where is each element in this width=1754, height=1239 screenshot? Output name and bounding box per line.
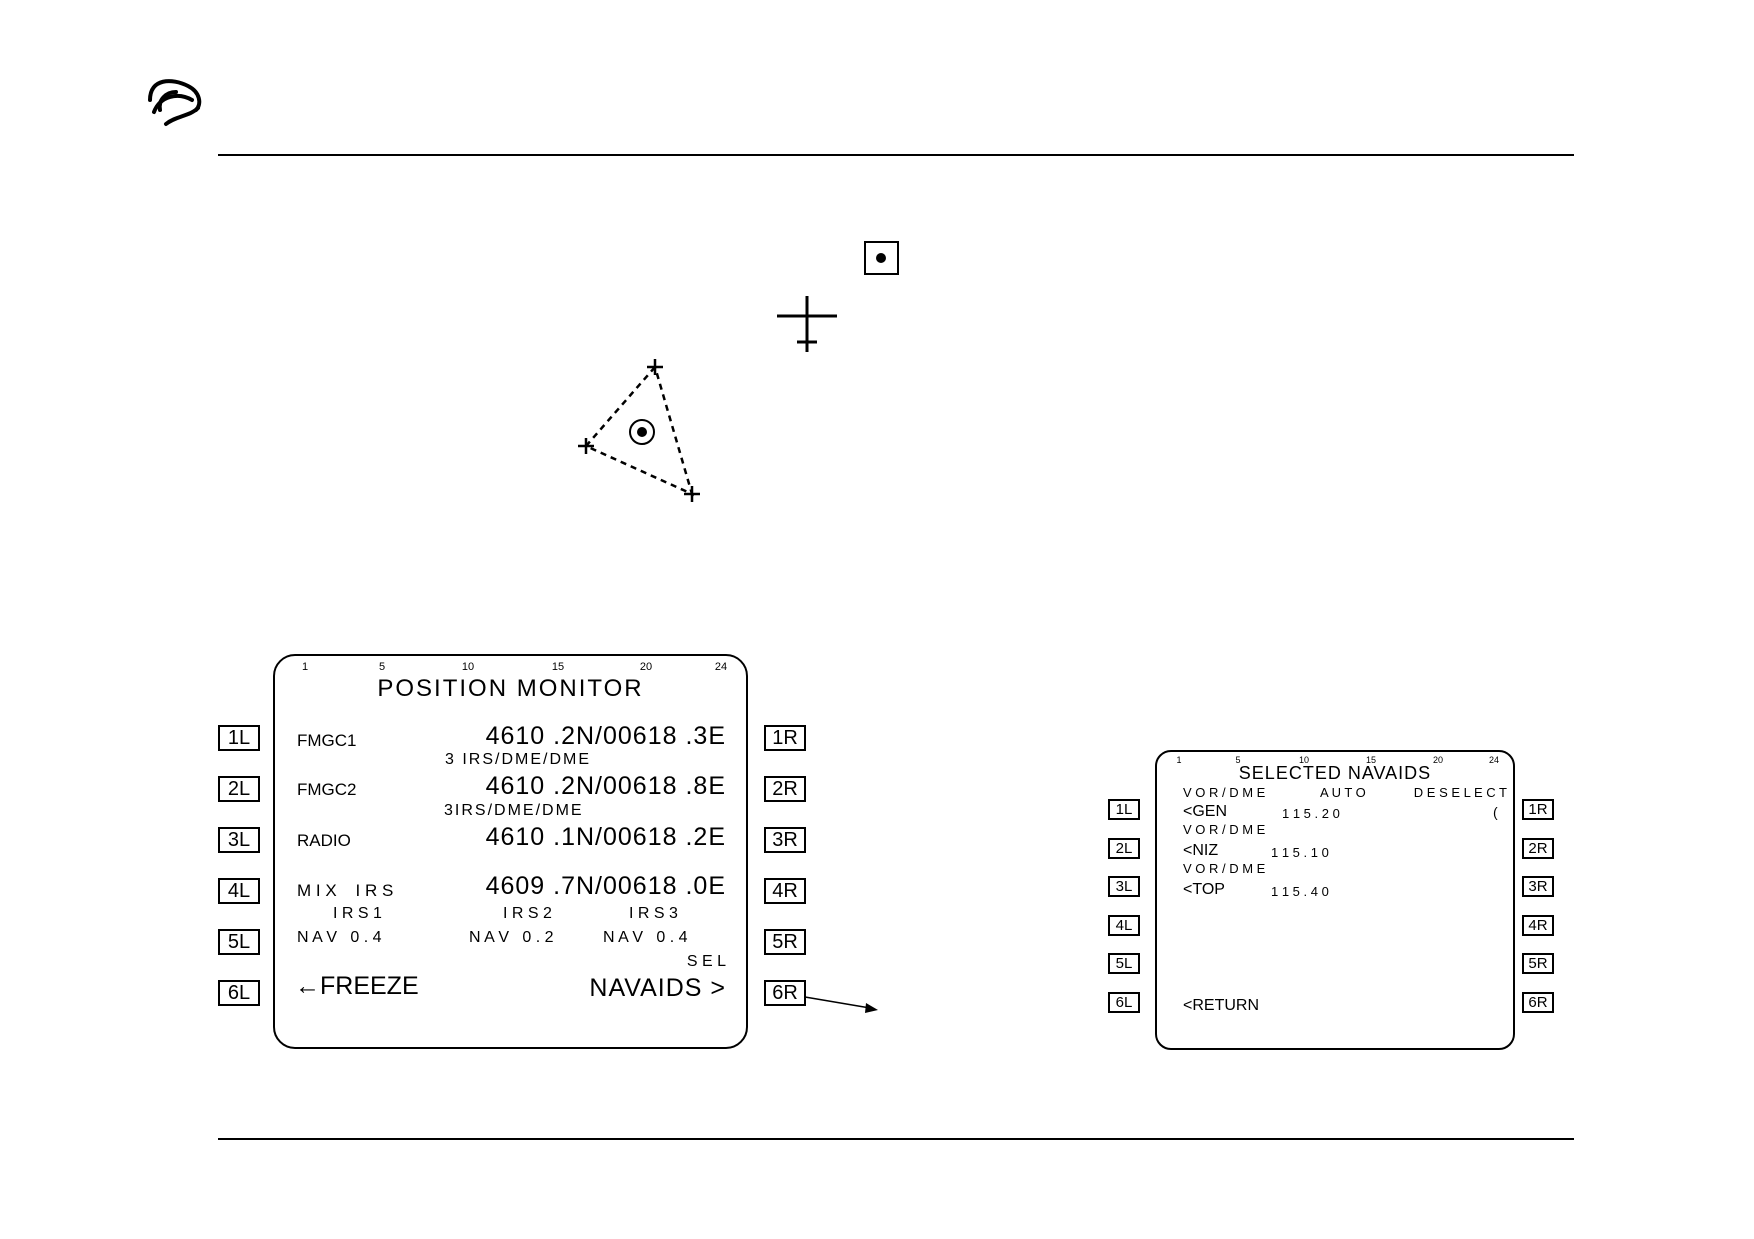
column-number: 1 <box>1176 755 1182 765</box>
deselect-marker: ( <box>1493 804 1498 820</box>
page-title: POSITION MONITOR <box>377 675 644 702</box>
lsk-1r[interactable]: 1R <box>764 725 806 751</box>
lsk-2l[interactable]: 2L <box>218 776 260 802</box>
column-ruler: 1 5 10 15 20 24 <box>275 662 746 674</box>
lsk-6l[interactable]: 6L <box>218 980 260 1006</box>
column-number: 10 <box>461 661 475 673</box>
navaid-gen-freq: 1 1 5 . 2 0 <box>1282 806 1340 821</box>
irs3-label: I R S 3 <box>629 905 678 922</box>
lsk-1l[interactable]: 1L <box>1108 799 1140 820</box>
column-number: 5 <box>378 661 386 673</box>
header-auto: A U T O <box>1320 785 1366 800</box>
irs1-cross-icon <box>647 359 663 375</box>
navaid-niz-type: V O R / D M E <box>1183 822 1266 837</box>
irs3-cross-icon <box>684 486 700 502</box>
lsk-3l[interactable]: 3L <box>1108 876 1140 897</box>
irs-position-triangle <box>583 364 694 497</box>
mix-irs-position: 4609 .7N/00618 .0E <box>485 872 726 900</box>
fmgc1-mode: 3 IRS/DME/DME <box>445 751 592 768</box>
irs2-cross-icon <box>578 438 594 454</box>
fmgc1-label: FMGC1 <box>297 731 357 750</box>
column-number: 15 <box>1365 755 1377 765</box>
mix-irs-label: M I X I R S <box>297 881 394 900</box>
navaid-gen-ident[interactable]: <GEN <box>1183 803 1228 820</box>
fmgc2-mode: 3IRS/DME/DME <box>444 802 584 819</box>
radio-position: 4610 .1N/00618 .2E <box>485 823 726 851</box>
radio-position-dot <box>876 253 886 263</box>
irs2-label: I R S 2 <box>503 905 552 922</box>
column-number: 5 <box>1235 755 1241 765</box>
lsk-4l[interactable]: 4L <box>218 878 260 904</box>
navaids-prompt[interactable]: NAVAIDS > <box>589 974 726 1002</box>
column-ruler: 1 5 10 15 20 24 <box>1157 756 1513 766</box>
lsk-4l[interactable]: 4L <box>1108 915 1140 936</box>
lsk-4r[interactable]: 4R <box>1522 915 1554 936</box>
header-rule <box>218 154 1574 156</box>
lsk-2r[interactable]: 2R <box>1522 838 1554 859</box>
selected-navaids-screen: 1 5 10 15 20 24 SELECTED NAVAIDS V O R /… <box>1155 750 1515 1050</box>
lsk-2r[interactable]: 2R <box>764 776 806 802</box>
header-type: V O R / D M E <box>1183 785 1266 800</box>
lsk-1r[interactable]: 1R <box>1522 799 1554 820</box>
mix-irs-dot <box>637 427 647 437</box>
lsk-1l[interactable]: 1L <box>218 725 260 751</box>
freeze-prompt-label: FREEZE <box>320 972 419 1000</box>
arrow-left-icon: ← <box>295 972 320 1000</box>
lsk-2l[interactable]: 2L <box>1108 838 1140 859</box>
lsk-5r[interactable]: 5R <box>764 929 806 955</box>
navaids-arrow <box>804 996 871 1009</box>
header-deselect: D E S E L E C T <box>1413 785 1507 800</box>
lsk-5r[interactable]: 5R <box>1522 953 1554 974</box>
irs1-nav: N A V 0 . 4 <box>297 929 382 946</box>
lsk-3r[interactable]: 3R <box>764 827 806 853</box>
footer-rule <box>218 1138 1574 1140</box>
lsk-5l[interactable]: 5L <box>1108 953 1140 974</box>
navaid-top-ident[interactable]: <TOP <box>1183 881 1225 898</box>
irs2-nav: N A V 0 . 2 <box>469 929 554 946</box>
page-title: SELECTED NAVAIDS <box>1238 763 1432 783</box>
fmgc1-position: 4610 .2N/00618 .3E <box>485 722 726 750</box>
navaid-top-type: V O R / D M E <box>1183 861 1266 876</box>
navaid-top-freq: 1 1 5 . 4 0 <box>1271 884 1329 899</box>
navaid-niz-ident[interactable]: <NIZ <box>1183 842 1219 859</box>
lsk-6r[interactable]: 6R <box>1522 992 1554 1013</box>
return-prompt[interactable]: <RETURN <box>1183 997 1260 1014</box>
irs1-label: I R S 1 <box>333 905 382 922</box>
radio-label: RADIO <box>297 831 351 850</box>
fmgc2-label: FMGC2 <box>297 780 357 799</box>
column-number: 15 <box>551 661 565 673</box>
lsk-4r[interactable]: 4R <box>764 878 806 904</box>
freeze-prompt[interactable]: ←FREEZE <box>295 974 419 999</box>
irs3-nav: N A V 0 . 4 <box>603 929 688 946</box>
lsk-3l[interactable]: 3L <box>218 827 260 853</box>
sel-label: S E L <box>686 953 726 970</box>
lsk-6r[interactable]: 6R <box>764 980 806 1006</box>
column-number: 20 <box>639 661 653 673</box>
lsk-3r[interactable]: 3R <box>1522 876 1554 897</box>
column-number: 24 <box>714 661 728 673</box>
lsk-5l[interactable]: 5L <box>218 929 260 955</box>
column-number: 10 <box>1298 755 1310 765</box>
fmgc-position-cross-icon <box>777 296 837 352</box>
lsk-6l[interactable]: 6L <box>1108 992 1140 1013</box>
column-number: 1 <box>301 661 309 673</box>
navaids-arrow-head <box>865 1003 878 1013</box>
position-monitor-screen: 1 5 10 15 20 24 POSITION MONITOR FMGC1 4… <box>273 654 748 1049</box>
column-number: 24 <box>1488 755 1500 765</box>
navaid-niz-freq: 1 1 5 . 1 0 <box>1271 845 1329 860</box>
fmgc2-position: 4610 .2N/00618 .8E <box>485 772 726 800</box>
column-number: 20 <box>1432 755 1444 765</box>
